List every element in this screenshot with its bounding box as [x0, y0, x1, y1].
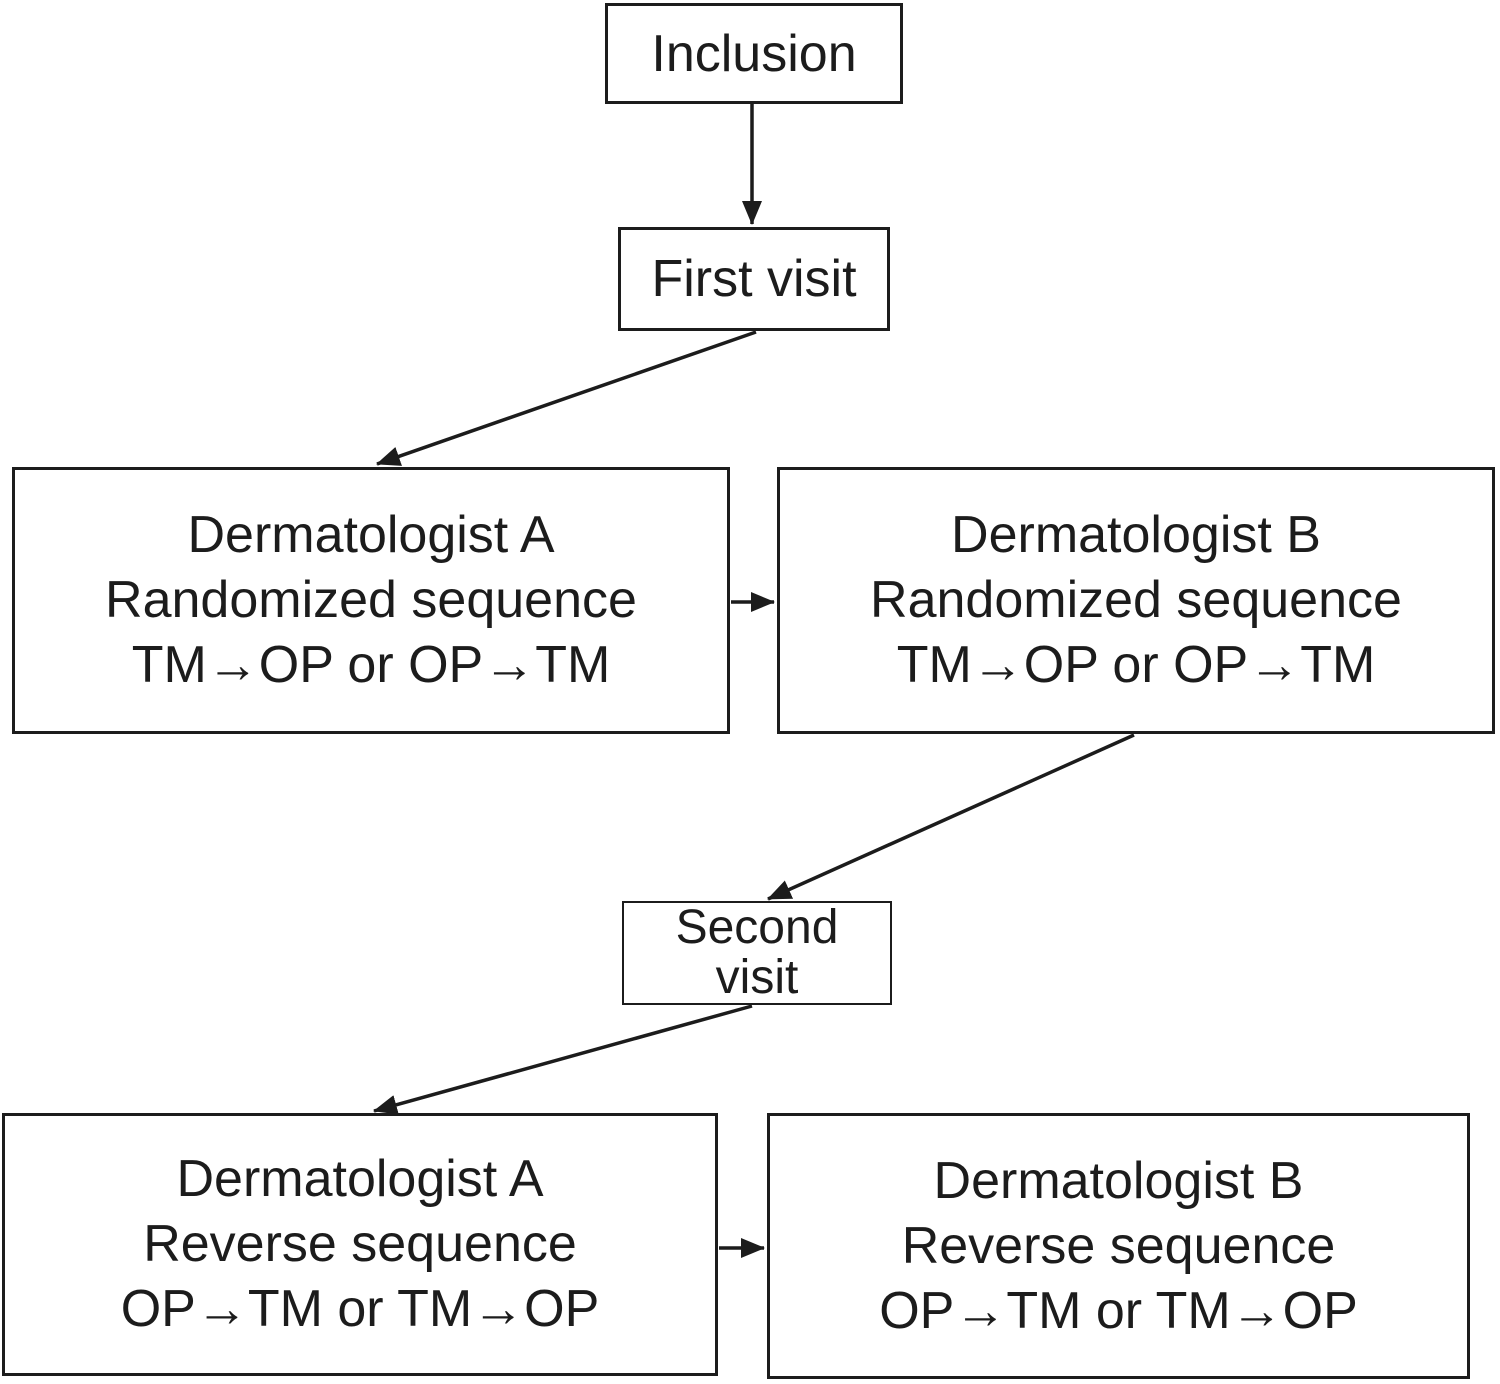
node-derm-b-reverse-line-1: Dermatologist B [933, 1151, 1304, 1210]
node-first-visit-label: First visit [651, 250, 857, 308]
node-second-visit: Second visit [622, 901, 892, 1005]
node-derm-a-randomized-line-2: Randomized sequence [105, 571, 637, 629]
arrow-derm-b-randomized-to-second-visit [767, 733, 1135, 901]
node-derm-b-reverse-line-2: Reverse sequence [901, 1216, 1336, 1275]
arrow-second-visit-to-derm-a-reverse [373, 1004, 753, 1115]
node-derm-b-reverse-line-3: OP→TM or TM→OP [879, 1281, 1358, 1340]
node-derm-b-randomized-line-3: TM→OP or OP→TM [896, 636, 1376, 694]
node-derm-b-randomized-line-2: Randomized sequence [870, 571, 1402, 629]
node-derm-b-randomized-line-1: Dermatologist B [951, 506, 1321, 564]
node-derm-a-reverse-line-1: Dermatologist A [176, 1150, 544, 1208]
node-derm-a-randomized-line-1: Dermatologist A [187, 506, 555, 564]
node-second-visit-line-2: visit [715, 951, 799, 1004]
arrow-first-visit-to-derm-a-randomized [376, 330, 757, 466]
node-derm-b-reverse: Dermatologist B Reverse sequence OP→TM o… [767, 1113, 1470, 1379]
node-derm-a-randomized-line-3: TM→OP or OP→TM [131, 636, 611, 694]
node-derm-a-reverse-line-3: OP→TM or TM→OP [120, 1280, 600, 1338]
node-derm-b-randomized: Dermatologist B Randomized sequence TM→O… [777, 467, 1495, 734]
node-inclusion: Inclusion [605, 3, 903, 104]
node-derm-a-reverse: Dermatologist A Reverse sequence OP→TM o… [2, 1113, 718, 1376]
node-inclusion-label: Inclusion [651, 24, 857, 83]
node-derm-a-reverse-line-2: Reverse sequence [143, 1215, 577, 1273]
node-first-visit: First visit [618, 227, 890, 331]
node-second-visit-line-1: Second [675, 901, 839, 954]
node-derm-a-randomized: Dermatologist A Randomized sequence TM→O… [12, 467, 730, 734]
